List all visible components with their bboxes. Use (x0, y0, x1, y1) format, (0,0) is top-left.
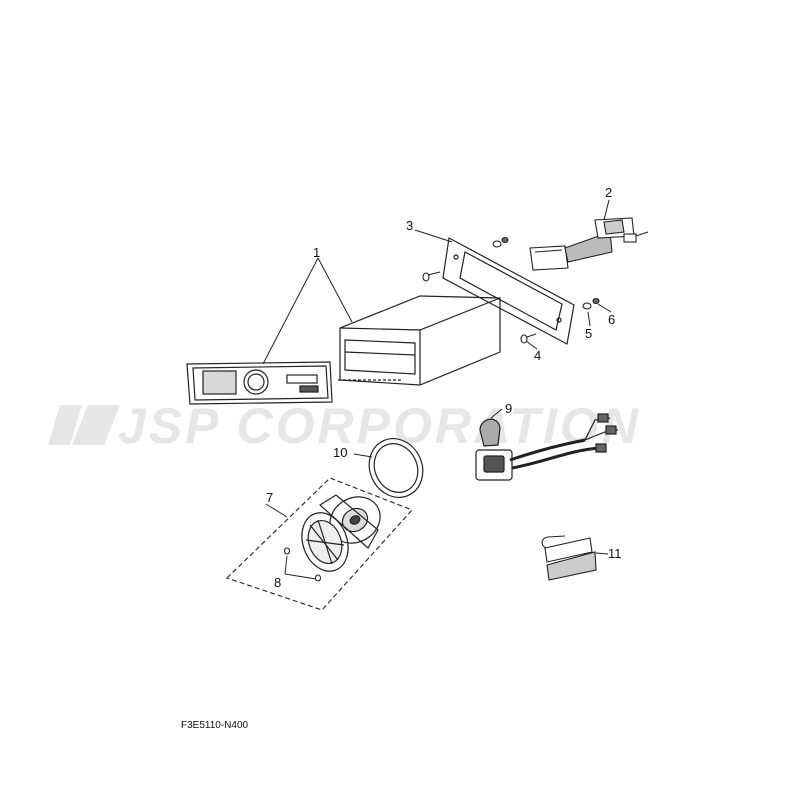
callout-7: 7 (266, 490, 273, 505)
speaker (301, 494, 381, 572)
callout-10: 10 (333, 445, 347, 460)
screw-bottom (520, 333, 537, 344)
mounting-bezel-plate (442, 237, 575, 345)
drawing-code: F3E5110-N400 (181, 720, 249, 731)
screw-left (422, 271, 441, 282)
watermark-logo-icon (48, 405, 120, 445)
callout-1: 1 (313, 245, 320, 260)
leader-lines (262, 199, 612, 580)
callouts: 1 2 3 4 5 6 7 8 9 10 11 (266, 185, 622, 590)
speaker-gasket-ring (368, 438, 424, 498)
washer-nut-top (492, 236, 509, 248)
callout-5: 5 (585, 326, 592, 341)
washer-nut-bottom (582, 297, 600, 310)
wiring-harness (529, 217, 649, 271)
callout-9: 9 (505, 401, 512, 416)
radio-head-unit (186, 361, 333, 405)
usb-socket-assembly (475, 413, 619, 481)
callout-8: 8 (274, 575, 281, 590)
callout-6: 6 (608, 312, 615, 327)
led-strip (541, 535, 597, 581)
callout-11: 11 (608, 546, 622, 561)
callout-2: 2 (605, 185, 612, 200)
radio-chassis (338, 295, 501, 386)
callout-3: 3 (406, 218, 413, 233)
speaker-screws (283, 547, 322, 582)
callout-4: 4 (534, 348, 541, 363)
